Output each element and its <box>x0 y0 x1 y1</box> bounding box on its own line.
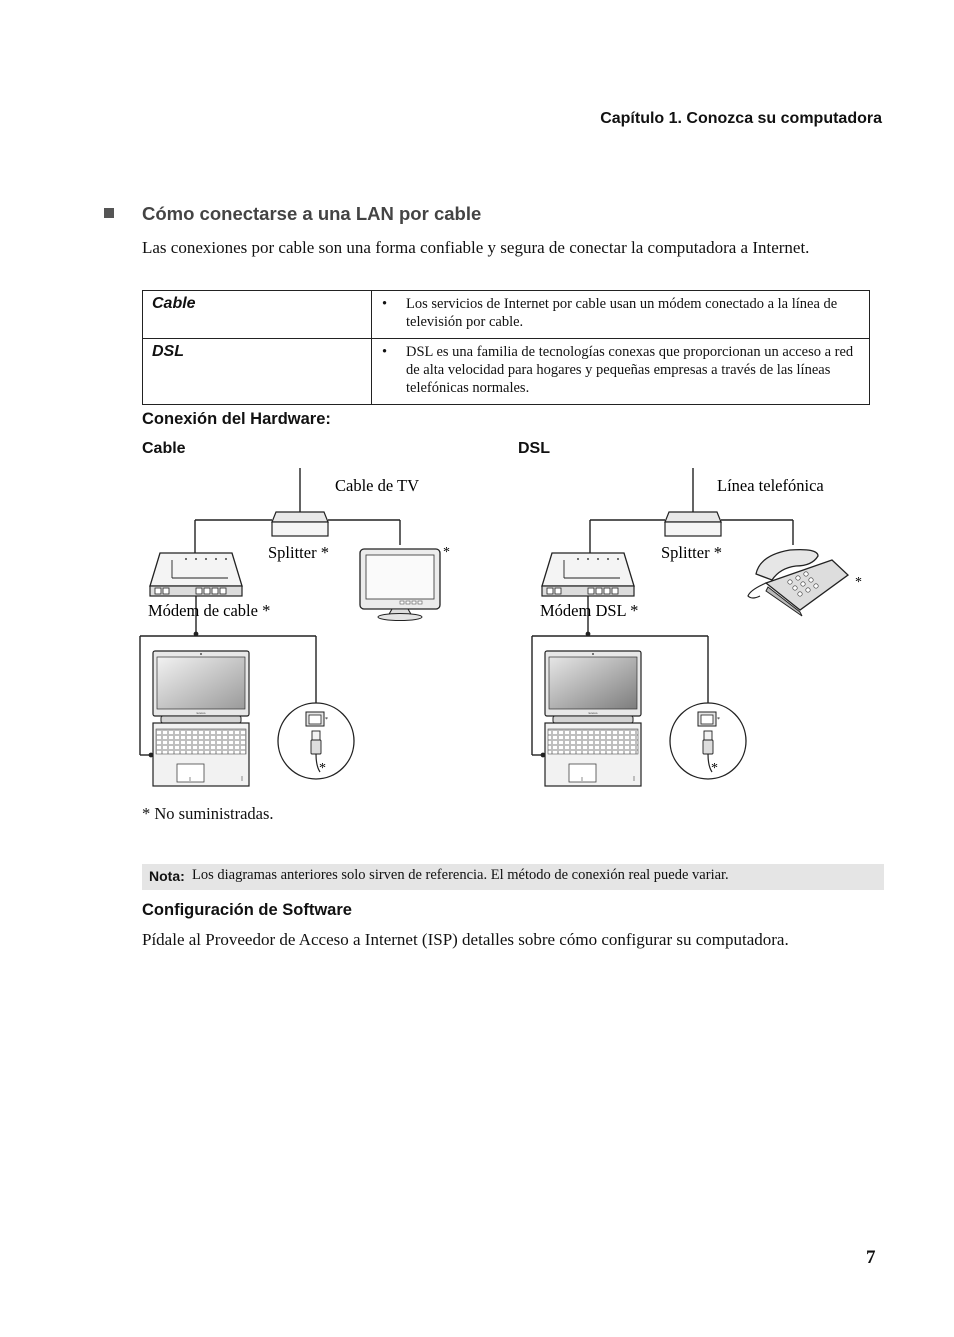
cable-diagram-label: Cable <box>142 440 186 457</box>
table-row: DSL • DSL es una familia de tecnologías c… <box>142 338 870 405</box>
bullet-icon: • <box>382 344 388 360</box>
dsl-source-label: Línea telefónica <box>717 476 824 495</box>
dsl-splitter-label: Splitter * <box>661 543 722 562</box>
telephone-icon <box>747 548 850 617</box>
cable-modem-label: Módem de cable * <box>148 601 270 620</box>
cable-modem-icon <box>149 552 243 597</box>
phone-asterisk: * <box>855 575 862 590</box>
table-value-text: Los servicios de Internet por cable usan… <box>406 296 838 330</box>
ethernet-plug-icon: * <box>277 702 355 780</box>
table-value: • DSL es una familia de tecnologías conex… <box>371 338 870 405</box>
table-value: • Los servicios de Internet por cable usa… <box>371 290 870 339</box>
note-box: Nota: Los diagramas anteriores solo sirv… <box>142 864 884 890</box>
software-title: Configuración de Software <box>142 901 352 919</box>
section-title: Cómo conectarse a una LAN por cable <box>142 203 482 224</box>
laptop-icon: lenovo <box>152 650 250 787</box>
dsl-diagram-label: DSL <box>518 440 550 457</box>
note-text: Los diagramas anteriores solo sirven de … <box>192 867 729 883</box>
dsl-modem-label: Módem DSL * <box>540 601 638 620</box>
hardware-title: Conexión del Hardware: <box>142 410 331 428</box>
ethernet-plug-icon: * <box>669 702 747 780</box>
cable-diagram: lenovo * Cable de TV Splitter * Módem de… <box>139 468 450 787</box>
cable-plug-asterisk: * <box>319 761 326 776</box>
cable-source-label: Cable de TV <box>335 476 419 495</box>
note-label: Nota: <box>149 868 185 884</box>
software-text: Pídale al Proveedor de Acceso a Internet… <box>142 930 789 949</box>
svg-text:lenovo: lenovo <box>589 711 598 715</box>
dsl-diagram: lenovo * Línea telefónica Splitter * Mód… <box>531 468 862 787</box>
section-intro: Las conexiones por cable son una forma c… <box>142 238 810 257</box>
table-key: Cable <box>142 290 372 339</box>
splitter-icon <box>271 511 329 537</box>
section-bullet-icon <box>104 208 114 218</box>
bullet-icon: • <box>382 296 388 312</box>
table-row: Cable • Los servicios de Internet por cab… <box>142 290 870 339</box>
connection-diagram: lenovo * Cable de TV Splitter * Módem de… <box>139 468 862 787</box>
table-key: DSL <box>142 338 372 405</box>
tv-monitor-icon <box>359 548 441 621</box>
table-value-text: DSL es una familia de tecnologías conexa… <box>406 344 854 396</box>
dsl-modem-icon <box>541 552 635 597</box>
page-number: 7 <box>866 1247 876 1268</box>
laptop-icon: lenovo <box>544 650 642 787</box>
cable-splitter-label: Splitter * <box>268 543 329 562</box>
splitter-icon <box>664 511 722 537</box>
tv-asterisk: * <box>443 545 450 560</box>
chapter-header: Capítulo 1. Conozca su computadora <box>600 110 882 127</box>
connection-types-table: Cable • Los servicios de Internet por cab… <box>142 290 870 405</box>
dsl-plug-asterisk: * <box>711 761 718 776</box>
footnote: * No suministradas. <box>142 804 274 823</box>
svg-text:lenovo: lenovo <box>197 711 206 715</box>
svg-text:*: * <box>325 717 328 723</box>
svg-text:*: * <box>717 717 720 723</box>
